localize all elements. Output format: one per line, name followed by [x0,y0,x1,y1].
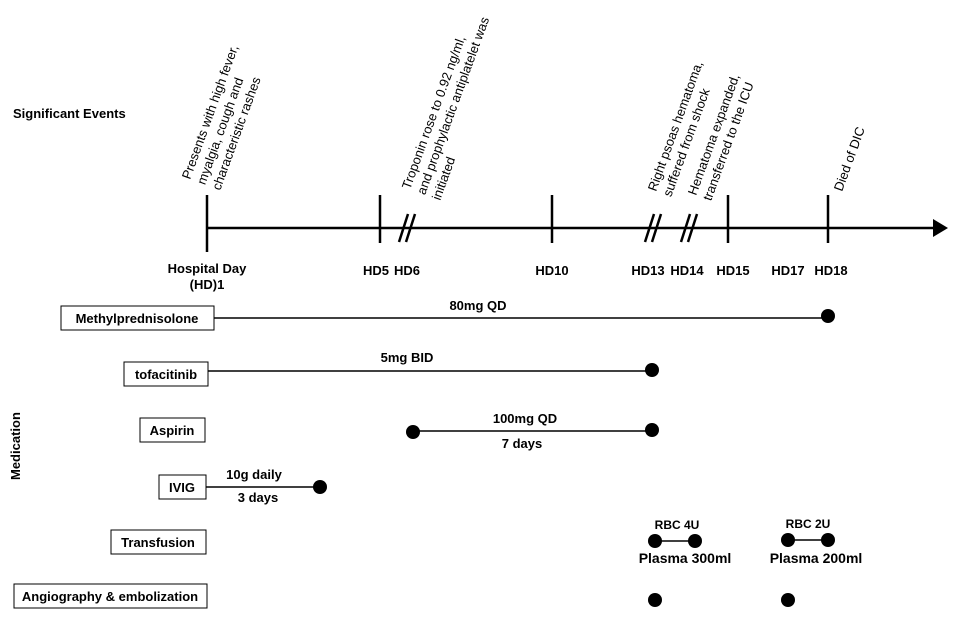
day-label-hd6: HD6 [394,263,420,278]
med-name-tofacitinib: tofacitinib [135,367,197,382]
transfusion-episode-1: RBC 4U Plasma 300ml [639,518,732,566]
med-box-transfusion [110,529,207,555]
axis-break-hd13 [643,213,663,243]
axis-break-hd14 [679,213,699,243]
event-hd18-line1: Died of DIC [831,125,868,193]
med-box-methylprednisolone [60,305,215,331]
day-label-hd5: HD5 [363,263,389,278]
angiography-marker-hd13 [648,593,662,607]
angiography-marker-hd17 [781,593,795,607]
day-label-hd1-line1: Hospital Day [168,261,248,276]
transfusion-episode-1-rbc: RBC 4U [655,518,700,532]
med-name-angiography: Angiography & embolization [22,589,198,604]
med-end-marker-aspirin [645,423,659,437]
timeline-arrowhead [933,219,948,237]
significant-events-label: Significant Events [13,106,126,121]
med-end-marker-methylprednisolone [821,309,835,323]
day-label-hd15: HD15 [716,263,749,278]
med-name-transfusion: Transfusion [121,535,195,550]
event-hd6: Troponin rose to 0.92 ng/ml, and prophyl… [399,14,493,202]
day-label-hd13: HD13 [631,263,664,278]
day-label-hd1-line2: (HD)1 [190,277,225,292]
med-dose-tofacitinib: 5mg BID [381,350,434,365]
med-dose-methylprednisolone: 80mg QD [449,298,506,313]
transfusion-episode-1-plasma: Plasma 300ml [639,550,732,566]
transfusion-episode-2: RBC 2U Plasma 200ml [770,517,863,566]
med-name-methylprednisolone: Methylprednisolone [76,311,199,326]
med-start-marker-aspirin [406,425,420,439]
transfusion-episode-2-start-marker [781,533,795,547]
day-label-hd14: HD14 [670,263,704,278]
med-duration-aspirin: 7 days [502,436,542,451]
med-box-aspirin [139,417,206,443]
med-box-tofacitinib [123,361,209,387]
transfusion-episode-1-end-marker [688,534,702,548]
med-duration-ivig: 3 days [238,490,278,505]
med-name-aspirin: Aspirin [150,423,195,438]
axis-break-hd6 [397,213,417,243]
day-label-hd10: HD10 [535,263,568,278]
transfusion-episode-2-rbc: RBC 2U [786,517,831,531]
event-hd1: Presents with high fever, myalgia, cough… [179,43,264,192]
med-end-marker-tofacitinib [645,363,659,377]
medication-label: Medication [8,412,23,480]
transfusion-episode-2-plasma: Plasma 200ml [770,550,863,566]
med-dose-ivig: 10g daily [226,467,282,482]
med-box-angiography [13,583,208,609]
med-end-marker-ivig [313,480,327,494]
med-dose-aspirin: 100mg QD [493,411,557,426]
transfusion-episode-1-start-marker [648,534,662,548]
day-label-hd17: HD17 [771,263,804,278]
transfusion-episode-2-end-marker [821,533,835,547]
event-hd18: Died of DIC [831,125,868,193]
med-name-ivig: IVIG [169,480,195,495]
med-box-ivig [158,474,207,500]
day-label-hd18: HD18 [814,263,847,278]
